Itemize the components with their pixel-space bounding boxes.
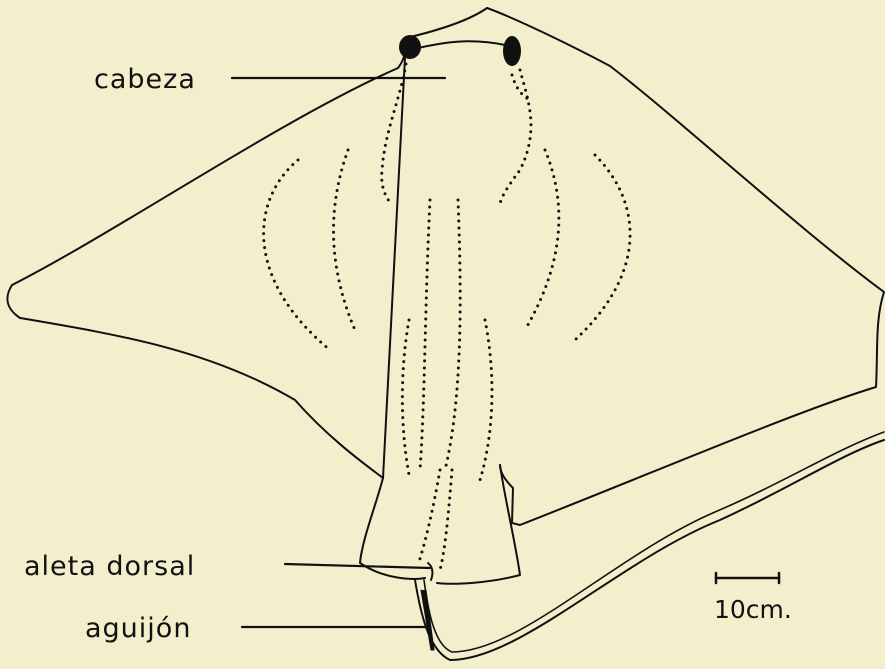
- dorsal-fin: [428, 563, 432, 580]
- right-eye: [503, 36, 521, 66]
- label-cabeza: cabeza: [94, 66, 196, 93]
- pelvic-fin-left: [360, 478, 425, 579]
- label-aleta-dorsal: aleta dorsal: [24, 553, 195, 580]
- scale-label: 10cm.: [714, 597, 792, 622]
- left-eye: [399, 35, 421, 59]
- leader-aleta-dorsal: [285, 564, 430, 568]
- label-aguijon: aguijón: [85, 615, 191, 642]
- dotted-lines: [264, 64, 630, 570]
- tail-inner: [424, 432, 884, 652]
- head-edge: [418, 41, 505, 48]
